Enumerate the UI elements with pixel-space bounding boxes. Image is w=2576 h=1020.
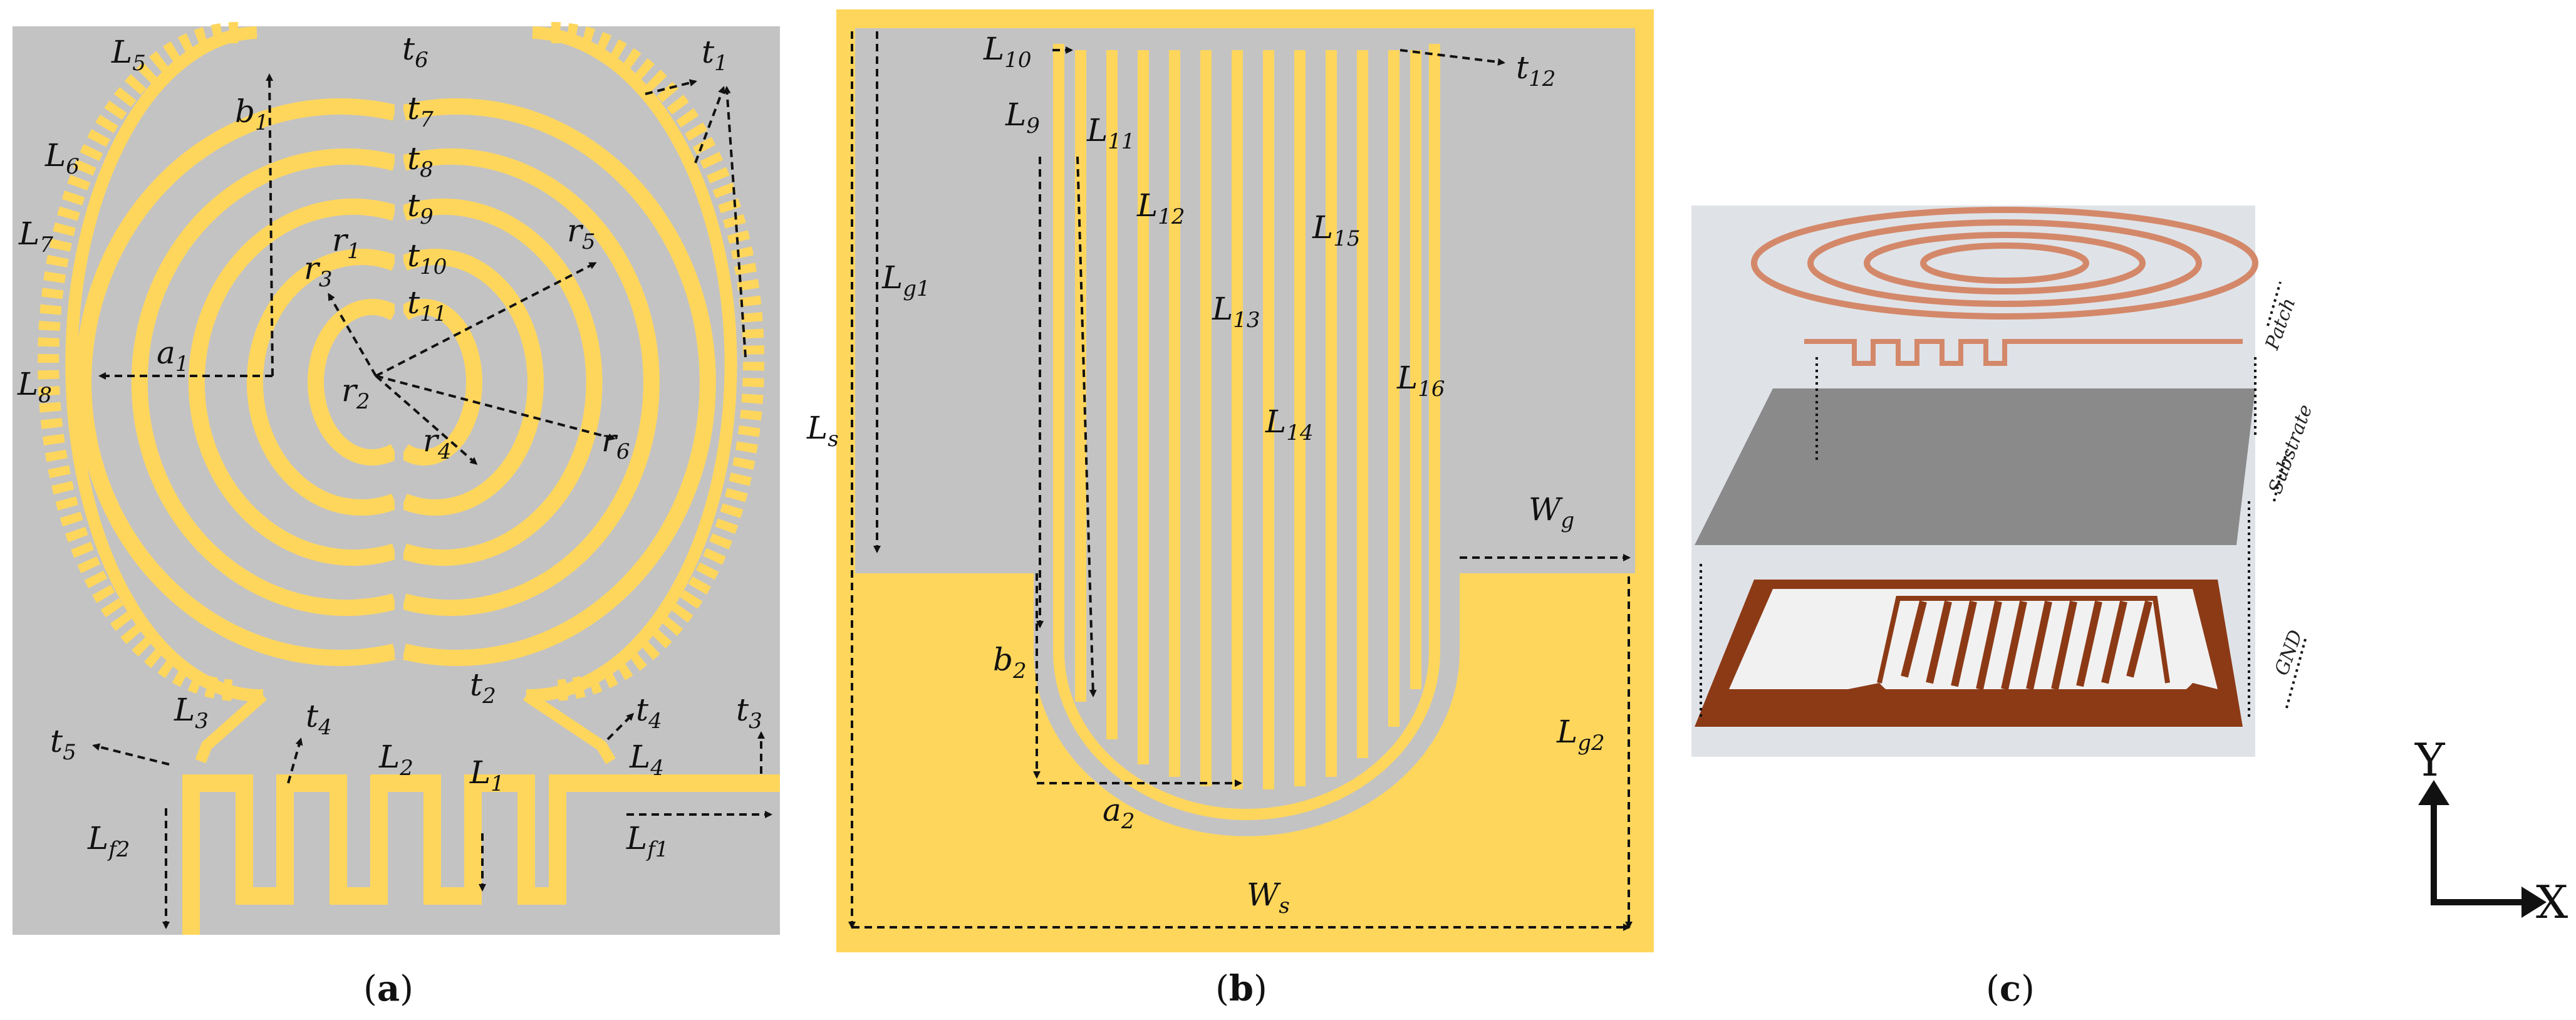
- label-t2: t2: [470, 667, 496, 709]
- label-Ls: Ls: [806, 410, 839, 452]
- label-t3: t3: [736, 692, 762, 734]
- label-Lg2: Lg2: [1556, 714, 1605, 756]
- label-L10: L10: [983, 31, 1031, 73]
- center-gap: [395, 33, 403, 659]
- label-Lg1: Lg1: [881, 259, 930, 301]
- outer-ring-left: [65, 26, 264, 702]
- label-r1: r1: [332, 222, 361, 264]
- label-r2: r2: [341, 372, 370, 414]
- label-t8: t8: [407, 140, 434, 182]
- layer-guide-lines: [1700, 281, 2307, 721]
- label-Wg: Wg: [1529, 491, 1574, 533]
- layer-labels: Patch Substrate GND: [2261, 295, 2317, 679]
- y-axis-label: Y: [2414, 734, 2446, 786]
- panel-a: L5 t6 t1 b1 t7 L6 t8 t9 r1 r5 L7 t10 r3 …: [13, 22, 780, 935]
- coordinate-axes: Y X: [2414, 734, 2568, 929]
- label-L13: L13: [1212, 291, 1260, 333]
- x-axis-label: X: [2536, 876, 2568, 929]
- label-L1: L1: [469, 754, 504, 796]
- panel-b-dimension-arrows: [848, 31, 1633, 931]
- slot-outline: [1053, 44, 1440, 820]
- label-L2: L2: [378, 739, 413, 781]
- feed-arm-left: [195, 691, 267, 764]
- label-a2: a2: [1103, 792, 1135, 834]
- patch-layer-label: Patch: [2261, 295, 2300, 353]
- caption-c: (c): [1986, 968, 2035, 1009]
- label-L12: L12: [1136, 187, 1185, 229]
- panel-b: L10 t12 L9 L11 L12 L15 Lg1 L13 L16 Ls L1…: [806, 9, 1654, 952]
- meander-feed-line: [182, 774, 780, 935]
- label-t5: t5: [50, 723, 76, 765]
- x-axis-arrowhead: [2521, 887, 2547, 918]
- spiral-arms: [75, 98, 716, 666]
- ground-slot-strips: [1075, 50, 1421, 789]
- label-t4-left: t4: [306, 698, 332, 740]
- label-t7: t7: [407, 90, 434, 132]
- ground-plane: [846, 573, 1644, 943]
- label-r3: r3: [304, 250, 333, 292]
- label-b1: b1: [235, 93, 269, 135]
- label-L5: L5: [111, 34, 146, 76]
- label-t9: t9: [407, 187, 434, 229]
- label-t6: t6: [402, 31, 428, 73]
- label-t1: t1: [702, 34, 728, 76]
- label-r4: r4: [423, 422, 452, 464]
- label-Lf2: Lf2: [87, 820, 130, 862]
- label-t10: t10: [407, 237, 447, 279]
- panel-c: Patch Substrate GND: [1691, 206, 2317, 757]
- label-L16: L16: [1396, 360, 1445, 402]
- ground-layer: [1695, 580, 2243, 727]
- label-L9: L9: [1005, 96, 1040, 138]
- left-comb-teeth: [38, 22, 239, 701]
- caption-a: (a): [363, 968, 414, 1009]
- label-L4: L4: [629, 739, 664, 781]
- label-t4-right: t4: [636, 692, 662, 734]
- label-L3: L3: [174, 692, 209, 734]
- right-comb-teeth: [551, 22, 765, 701]
- label-Lf1: Lf1: [626, 820, 668, 862]
- label-Ws: Ws: [1247, 877, 1290, 919]
- panel-a-labels: L5 t6 t1 b1 t7 L6 t8 t9 r1 r5 L7 t10 r3 …: [17, 31, 762, 862]
- label-b2: b2: [993, 642, 1027, 684]
- patch-layer: [1751, 207, 2258, 366]
- label-L7: L7: [18, 216, 53, 258]
- y-axis-arrowhead: [2418, 780, 2449, 805]
- label-L8: L8: [17, 366, 52, 408]
- label-L14: L14: [1265, 403, 1313, 445]
- label-r5: r5: [567, 212, 596, 254]
- panel-b-labels: L10 t12 L9 L11 L12 L15 Lg1 L13 L16 Ls L1…: [806, 31, 1605, 919]
- label-L15: L15: [1312, 209, 1360, 251]
- label-L6: L6: [44, 137, 80, 179]
- label-t12: t12: [1516, 49, 1555, 91]
- substrate-layer-label: Substrate: [2265, 402, 2317, 497]
- label-r6: r6: [601, 422, 630, 464]
- panel-a-dimension-arrows: [92, 73, 772, 929]
- label-a1: a1: [157, 335, 189, 377]
- caption-b: (b): [1215, 968, 1267, 1009]
- substrate-layer: [1695, 388, 2255, 545]
- label-t11: t11: [407, 284, 447, 326]
- feed-arm-right: [523, 690, 616, 764]
- outer-ring-right: [526, 26, 737, 702]
- label-L11: L11: [1086, 112, 1135, 154]
